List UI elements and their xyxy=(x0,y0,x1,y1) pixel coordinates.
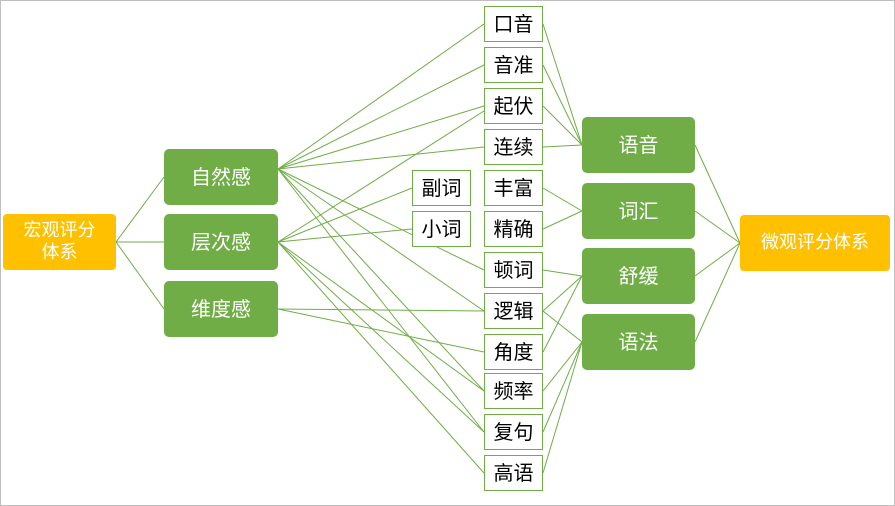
node-cihui: 词汇 xyxy=(582,183,695,239)
node-xiaoci: 小词 xyxy=(412,211,471,247)
connector-line xyxy=(542,310,583,343)
connector-line xyxy=(694,242,741,343)
connector-line xyxy=(694,210,741,244)
node-yuyin: 语音 xyxy=(582,117,695,173)
connector-line xyxy=(277,241,485,474)
node-pinlv: 频率 xyxy=(484,373,543,409)
node-qifu: 起伏 xyxy=(484,88,543,124)
connector-line xyxy=(542,269,583,277)
connector-line xyxy=(277,308,485,312)
node-lianxu: 连续 xyxy=(484,129,543,165)
node-jingque: 精确 xyxy=(484,211,543,247)
node-micro: 微观评分体系 xyxy=(740,215,890,271)
connector-line xyxy=(277,168,485,312)
connector-line xyxy=(115,241,165,310)
connector-line xyxy=(542,105,583,146)
connector-line xyxy=(277,228,413,243)
node-yinzhun: 音准 xyxy=(484,47,543,83)
node-weidu: 维度感 xyxy=(164,281,278,337)
connector-line xyxy=(277,23,485,170)
connector-line xyxy=(542,23,583,146)
connector-line xyxy=(542,341,583,474)
connector-line xyxy=(277,168,485,271)
node-ziran: 自然感 xyxy=(164,149,278,205)
connector-line xyxy=(277,187,413,243)
connector-line xyxy=(277,146,485,170)
connector-line xyxy=(542,64,583,146)
connector-line xyxy=(277,168,485,392)
connector-line xyxy=(542,275,583,312)
connector-line xyxy=(542,341,583,433)
node-fuci: 副词 xyxy=(412,170,471,206)
node-shuhuan: 舒缓 xyxy=(582,248,695,304)
node-fengfu: 丰富 xyxy=(484,170,543,206)
connector-line xyxy=(542,341,583,392)
connector-line xyxy=(277,308,485,353)
node-luoji: 逻辑 xyxy=(484,293,543,329)
node-jiaodu: 角度 xyxy=(484,334,543,370)
connector-line xyxy=(694,242,741,277)
connector-line xyxy=(542,275,583,353)
node-fuju: 复句 xyxy=(484,414,543,450)
node-dunci: 顿词 xyxy=(484,252,543,288)
node-gaoyu: 高语 xyxy=(484,455,543,491)
connector-line xyxy=(277,105,485,170)
connector-line xyxy=(277,110,485,243)
node-kouyin: 口音 xyxy=(484,6,543,42)
connector-line xyxy=(277,241,485,433)
node-yufa: 语法 xyxy=(582,314,695,370)
connector-line xyxy=(542,187,583,212)
connector-line xyxy=(277,241,485,392)
node-cengci: 层次感 xyxy=(164,214,278,270)
connector-line xyxy=(277,64,485,170)
connector-line xyxy=(542,144,583,148)
node-macro: 宏观评分 体系 xyxy=(3,214,116,270)
connector-line xyxy=(277,168,485,433)
connector-line xyxy=(542,210,583,230)
connector-line xyxy=(694,144,741,244)
connector-line xyxy=(115,176,165,243)
